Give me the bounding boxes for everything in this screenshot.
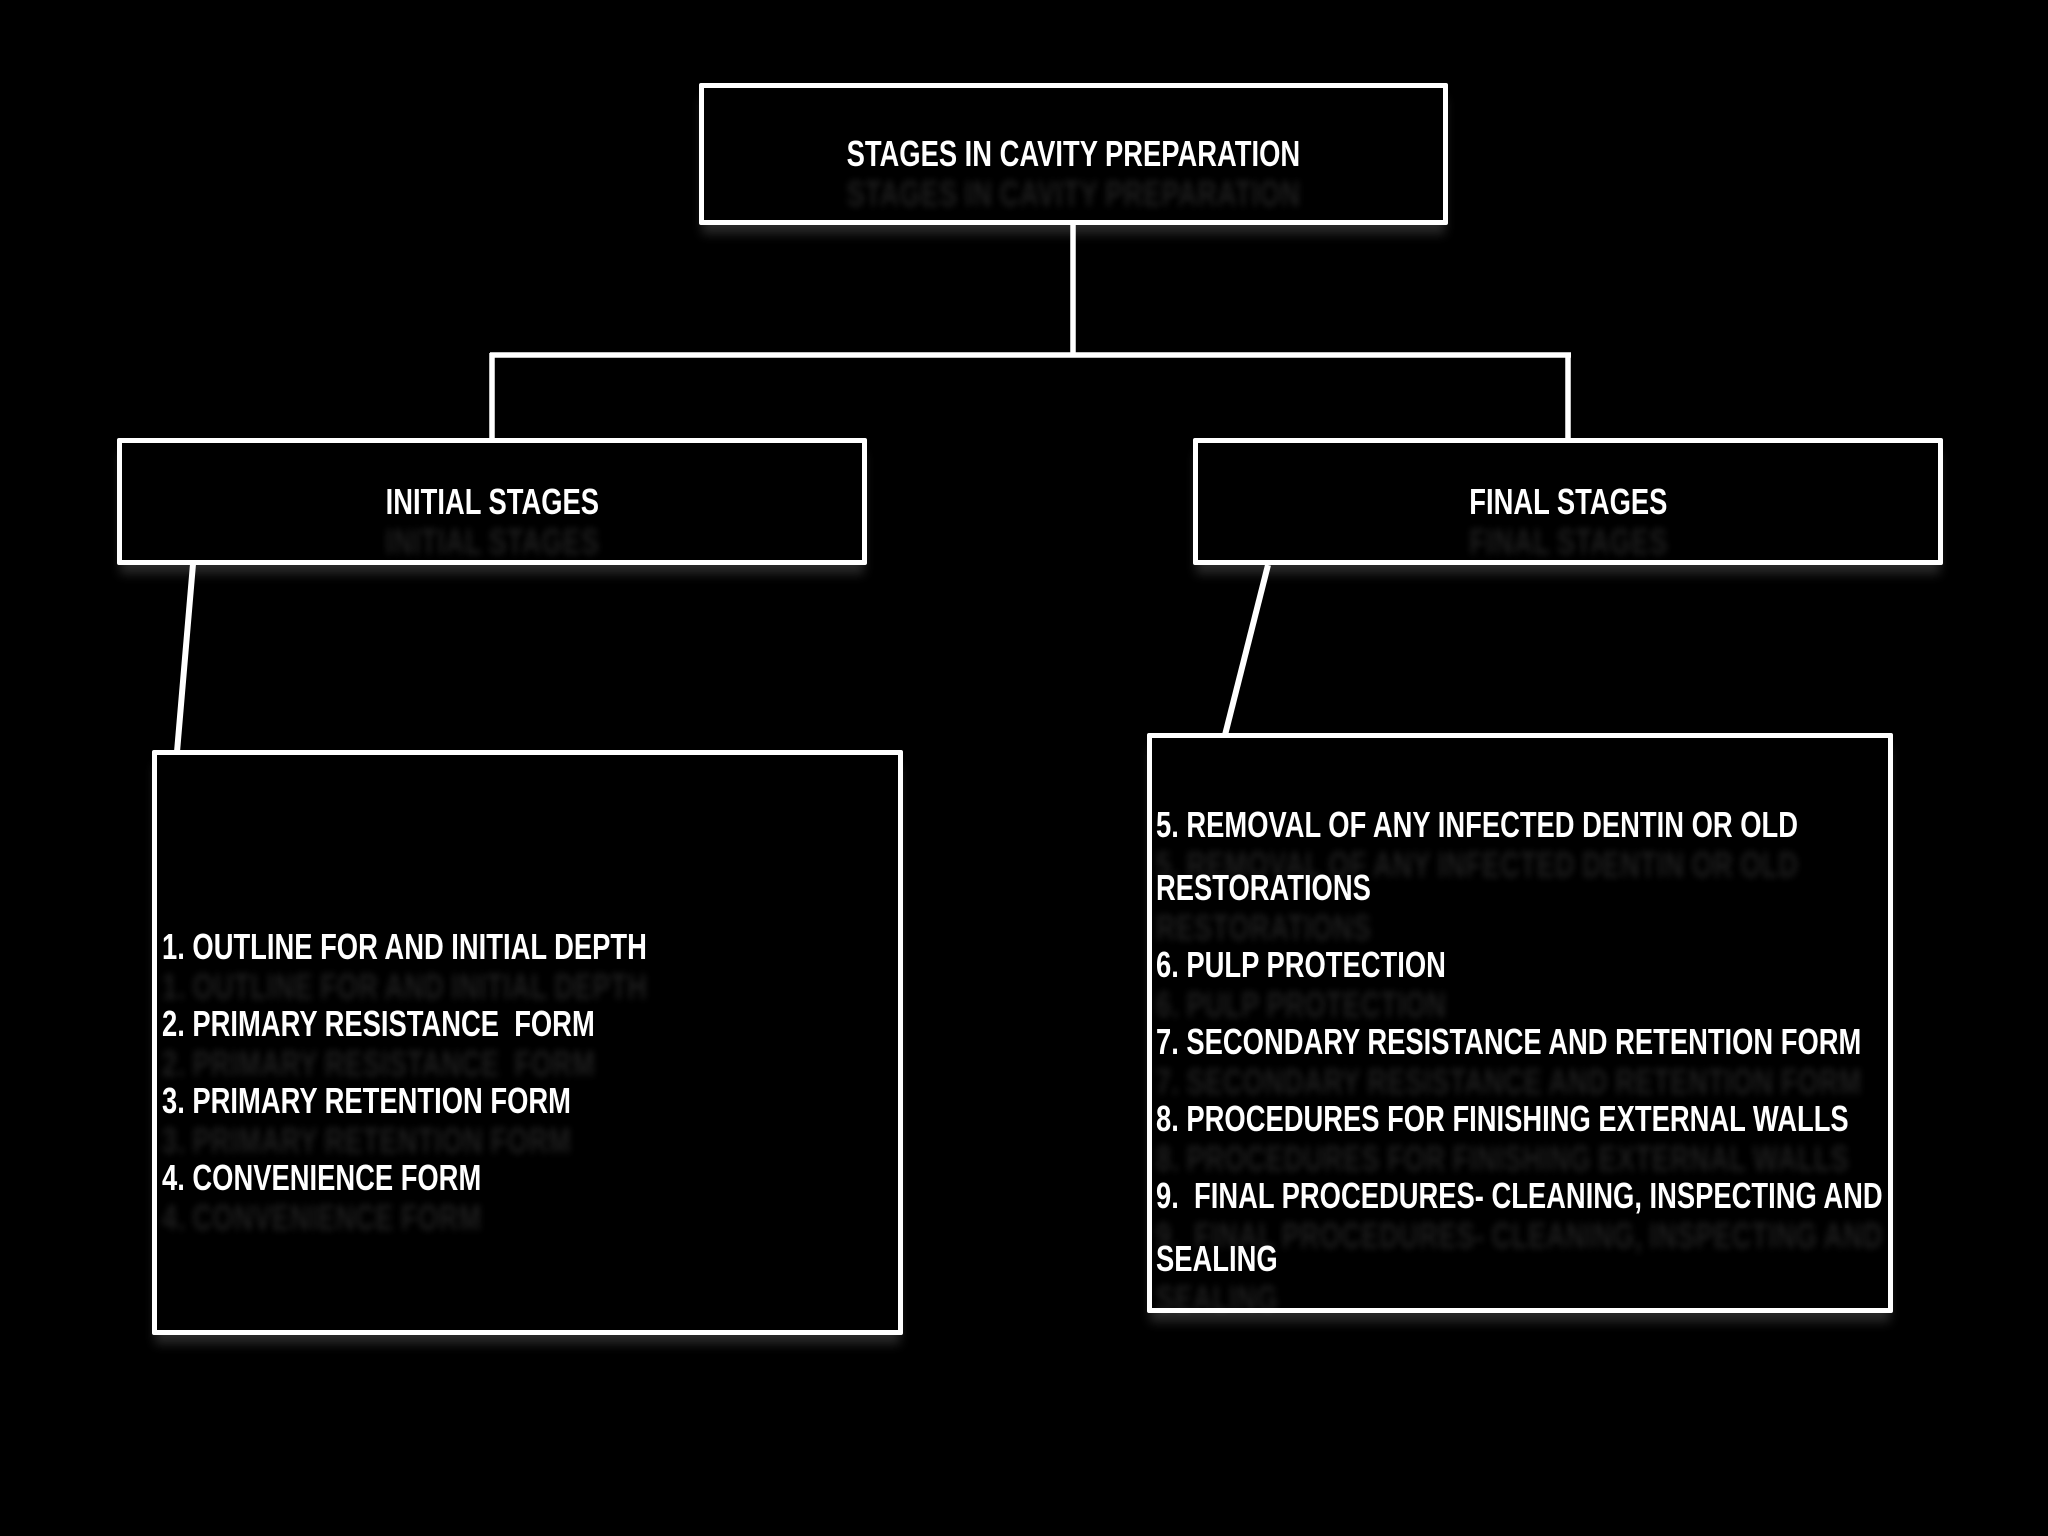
list-item: 6. PULP PROTECTION (1156, 943, 1446, 985)
final-stages-label: FINAL STAGES (1468, 480, 1668, 522)
list-item: 5. REMOVAL OF ANY INFECTED DENTIN OR OLD (1156, 803, 1798, 845)
list-item: 7. SECONDARY RESISTANCE AND RETENTION FO… (1156, 1020, 1862, 1062)
initial-stages-list-box: 1. OUTLINE FOR AND INITIAL DEPTH 2. PRIM… (152, 750, 903, 1335)
initial-diagonal-line (174, 563, 196, 753)
root-node-box: STAGES IN CAVITY PREPARATION (699, 83, 1448, 225)
list-item: 8. PROCEDURES FOR FINISHING EXTERNAL WAL… (1156, 1097, 1849, 1139)
list-item: 2. PRIMARY RESISTANCE FORM (162, 1002, 595, 1044)
initial-stages-node-box: INITIAL STAGES (117, 438, 867, 565)
initial-stages-label: INITIAL STAGES (385, 480, 599, 522)
list-item: 4. CONVENIENCE FORM (162, 1156, 482, 1198)
final-stages-list-box: 5. REMOVAL OF ANY INFECTED DENTIN OR OLD… (1147, 733, 1893, 1313)
list-item: 1. OUTLINE FOR AND INITIAL DEPTH (162, 925, 647, 967)
list-item-wrap: SEALING (1156, 1237, 1278, 1279)
list-item-wrap: RESTORATIONS (1156, 866, 1371, 908)
list-item: 3. PRIMARY RETENTION FORM (162, 1079, 571, 1121)
final-diagonal-line (1222, 564, 1271, 736)
list-item: 9. FINAL PROCEDURES- CLEANING, INSPECTIN… (1156, 1174, 1883, 1216)
root-node-label: STAGES IN CAVITY PREPARATION (846, 133, 1301, 174)
final-stages-node-box: FINAL STAGES (1193, 438, 1943, 565)
